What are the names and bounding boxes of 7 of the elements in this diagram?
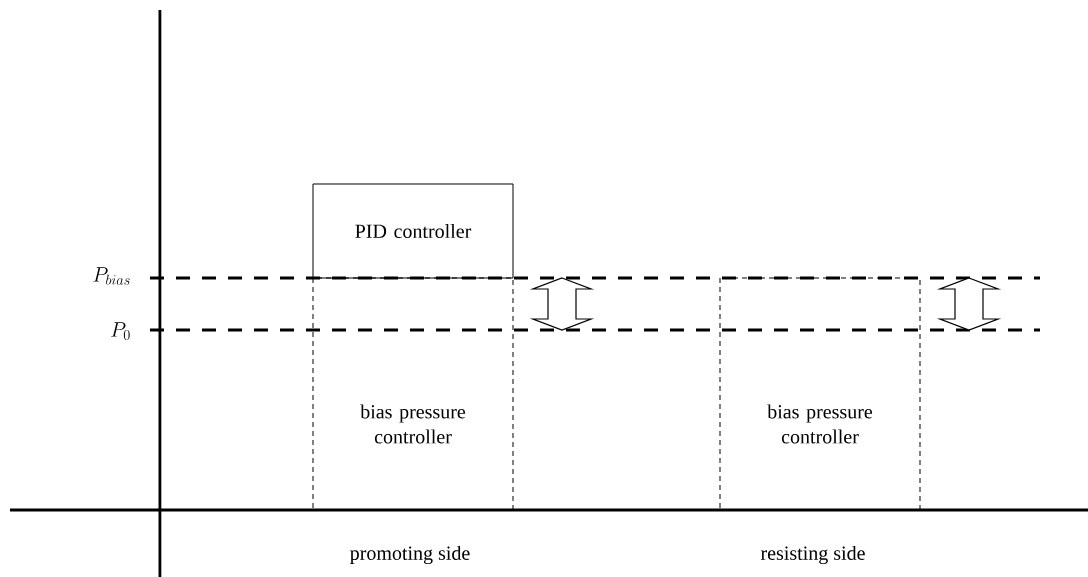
- controller-region: bias pressure controller: [719, 277, 921, 511]
- side-label: promoting side: [350, 545, 470, 565]
- side-label: resisting side: [760, 545, 865, 565]
- controller-box: PID controller: [312, 183, 514, 279]
- controller-region: bias pressure controller: [312, 277, 514, 511]
- pressure-level-label: $P_{bias}$: [93, 267, 130, 285]
- pressure-level-label: $P_0$: [111, 322, 130, 340]
